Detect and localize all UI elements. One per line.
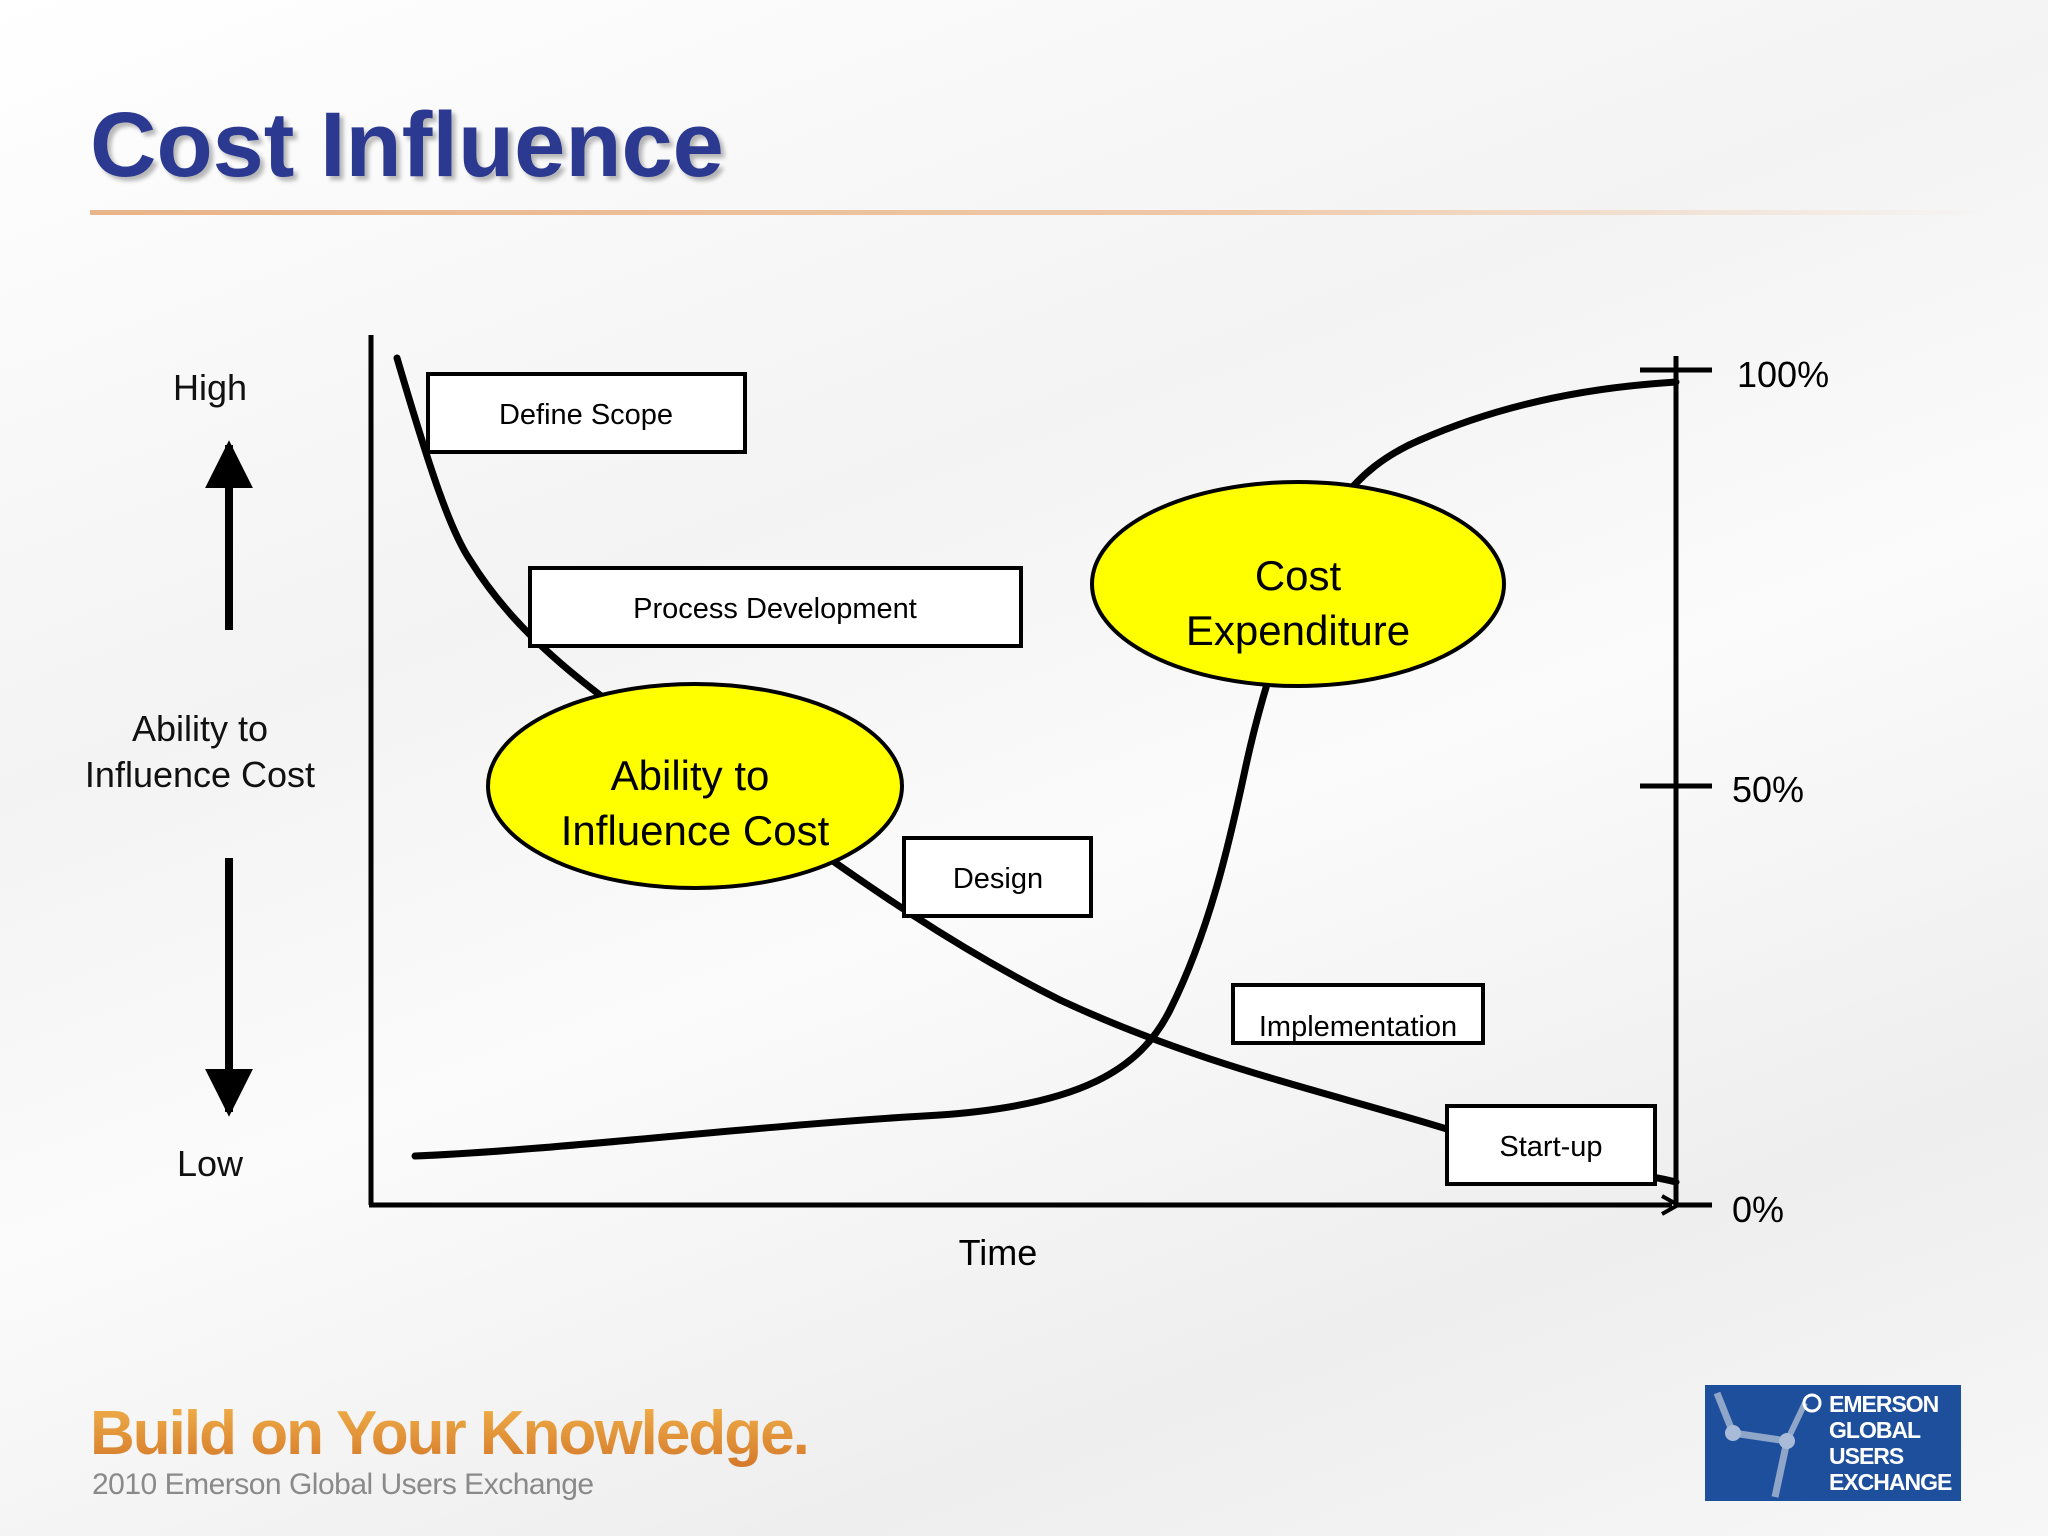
phase-box-design: Design <box>902 836 1093 918</box>
tick-label-100: 100% <box>1737 354 1829 395</box>
bubble-influence-line2: Influence Cost <box>561 807 830 854</box>
title-underline <box>90 210 1990 215</box>
tick-label-0: 0% <box>1732 1189 1784 1230</box>
phase-label-start-up: Start-up <box>1499 1131 1602 1163</box>
left-axis-title: Ability to Influence Cost <box>60 706 340 798</box>
phase-box-start-up: Start-up <box>1445 1104 1657 1186</box>
left-axis-low-label: Low <box>176 1143 244 1184</box>
bubble-expenditure-line1: Cost <box>1255 552 1342 599</box>
tick-label-50: 50% <box>1732 769 1804 810</box>
left-axis-high-label: High <box>172 367 248 408</box>
logo-text: EMERSON GLOBAL USERS EXCHANGE <box>1829 1391 1952 1495</box>
emerson-logo: EMERSON GLOBAL USERS EXCHANGE <box>1705 1385 1961 1501</box>
slide-title: Cost Influence <box>90 94 724 196</box>
cost-influence-diagram: 100% 50% 0% Time Define Scope Process De… <box>205 335 1829 1273</box>
time-axis-label: Time <box>959 1232 1038 1273</box>
phase-label-process-development: Process Development <box>633 593 917 625</box>
phase-box-implementation: Implementation <box>1231 983 1485 1045</box>
bubble-expenditure-line2: Expenditure <box>1186 607 1410 654</box>
phase-label-implementation: Implementation <box>1259 1011 1457 1043</box>
left-axis-title-line2: Influence Cost <box>84 754 316 795</box>
logo-line3: USERS <box>1829 1443 1904 1469</box>
phase-label-design: Design <box>953 863 1043 895</box>
bubble-influence-line1: Ability to <box>611 752 770 799</box>
left-axis-title-line1: Ability to <box>131 708 269 749</box>
logo-molecule-icon <box>1713 1391 1822 1498</box>
phase-box-define-scope: Define Scope <box>426 372 747 454</box>
logo-line4: EXCHANGE <box>1829 1469 1952 1495</box>
bubble-cost-expenditure: Cost Expenditure <box>1090 480 1506 688</box>
footer-subtitle: 2010 Emerson Global Users Exchange <box>92 1468 594 1501</box>
footer-tagline: Build on Your Knowledge. <box>90 1399 810 1468</box>
expenditure-curve <box>411 378 1680 1160</box>
phase-box-process-development: Process Development <box>528 566 1023 648</box>
phase-label-define-scope: Define Scope <box>499 399 673 431</box>
logo-line2: GLOBAL <box>1829 1417 1921 1443</box>
bubble-influence-cost: Ability to Influence Cost <box>486 682 904 890</box>
logo-line1: EMERSON <box>1829 1391 1939 1417</box>
